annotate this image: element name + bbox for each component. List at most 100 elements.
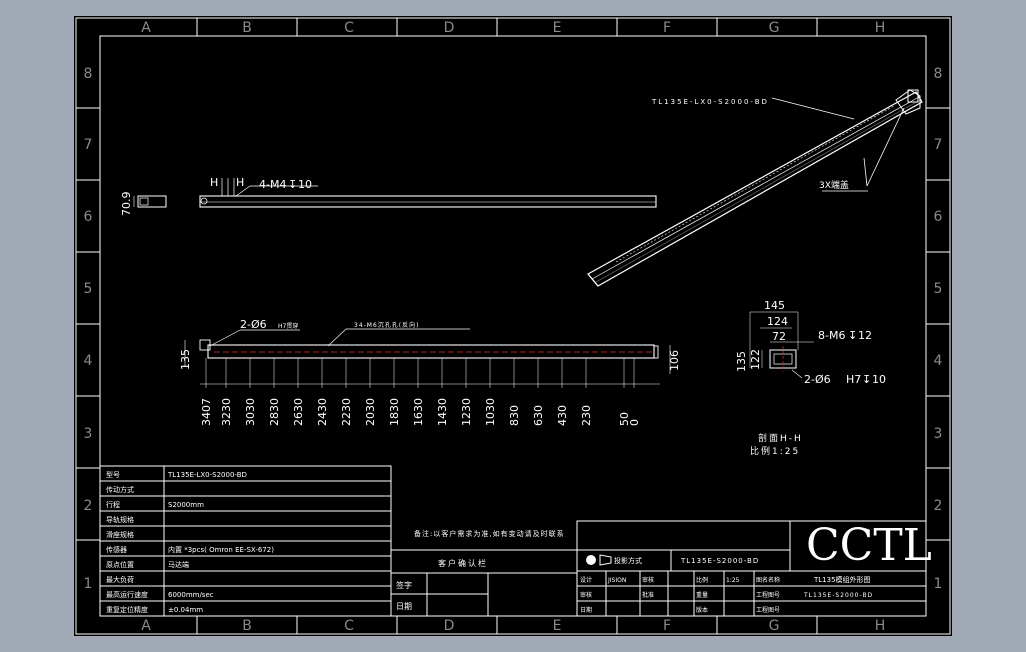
zone-row-8: 8	[934, 66, 943, 82]
front-tick-label: 3230	[220, 398, 233, 426]
front-height-dim: 135	[179, 349, 192, 370]
zone-rows-left: 8 7 6 5 4 3 2 1	[84, 66, 93, 592]
zone-col-g: G	[769, 618, 780, 634]
section-depth-symbol-2: ↧	[862, 373, 871, 386]
zone-row-2: 2	[934, 498, 943, 514]
zone-col-e: E	[553, 618, 562, 634]
zone-col-h: H	[875, 20, 886, 36]
iso-callout-endcap: 3X端盖	[819, 179, 849, 191]
zone-col-g: G	[769, 20, 780, 36]
drawing-note: 备注:以客户需求为准,如有变动请及时联系	[414, 529, 565, 538]
zone-col-d: D	[444, 20, 455, 36]
title-block-cell: 版本	[696, 606, 708, 614]
spec-row-value: 6000mm/sec	[168, 591, 214, 599]
front-hole-tol: H7贯穿	[278, 322, 298, 330]
zone-row-5: 5	[84, 281, 93, 297]
zone-col-h: H	[875, 618, 886, 634]
zone-columns-top: A B C D E F G H	[141, 20, 885, 36]
drawing-sheet: A B C D E F G H A B C D E F G H 8 7 6 5 …	[74, 16, 952, 636]
section-view	[749, 311, 814, 379]
side-thread-label: 4-M4	[259, 178, 286, 191]
spec-row-label: 传感器	[106, 545, 127, 554]
zone-col-b: B	[242, 618, 252, 634]
side-thread-depth: 10	[298, 178, 312, 191]
title-block-cell: 日期	[580, 606, 592, 614]
spec-row-value: 内置 *3pcs( Omron EE-SX-672)	[168, 545, 274, 554]
isometric-view	[587, 89, 923, 287]
front-tick-label: 2030	[364, 398, 377, 426]
zone-columns-bottom: A B C D E F G H	[141, 618, 885, 634]
zone-col-c: C	[344, 20, 354, 36]
title-drawing-no: TL135E-S2000-BD	[680, 557, 759, 565]
front-tick-label: 1830	[388, 398, 401, 426]
confirm-date-label: 日期	[396, 602, 412, 611]
front-tick-label: 430	[556, 405, 569, 426]
title-block-grid	[576, 520, 927, 617]
spec-row-label: 原点位置	[106, 560, 134, 569]
section-caption: 剖面H-H	[758, 432, 803, 444]
section-dim-72: 72	[772, 330, 786, 343]
zone-row-7: 7	[84, 137, 93, 153]
spec-row-label: 重复定位精度	[106, 605, 148, 614]
section-dim-124: 124	[767, 315, 788, 328]
spec-row-label: 最大负荷	[106, 575, 134, 584]
title-block-cell: 审核	[642, 576, 654, 584]
front-tick-label: 230	[580, 405, 593, 426]
projection-label: 投影方式	[614, 556, 642, 565]
spec-row-value: 马达端	[168, 560, 189, 569]
zone-col-a: A	[141, 618, 151, 634]
zone-col-f: F	[663, 618, 671, 634]
cad-drawing: A B C D E F G H A B C D E F G H 8 7 6 5 …	[75, 17, 951, 635]
section-depth-symbol: ↧	[848, 329, 857, 342]
front-tick-label: 1630	[412, 398, 425, 426]
front-view	[184, 328, 671, 385]
zone-row-7: 7	[934, 137, 943, 153]
front-tick-label: 0	[628, 419, 641, 426]
title-block-cell: 比例	[696, 576, 708, 584]
front-tick-label: 3407	[200, 398, 213, 426]
spec-row-label: 传动方式	[106, 485, 134, 494]
side-view	[133, 178, 657, 208]
front-hole-label: 2-Ø6	[240, 318, 267, 331]
spec-row-value: ±0.04mm	[168, 606, 203, 614]
front-tick-label: 1030	[484, 398, 497, 426]
title-block-cell: 重量	[696, 591, 708, 599]
section-dim-122: 122	[749, 349, 762, 370]
zone-row-3: 3	[84, 426, 93, 442]
zone-dividers	[76, 18, 950, 634]
front-tick-label: 50	[618, 412, 631, 426]
zone-row-6: 6	[934, 209, 943, 225]
section-thread-label: 8-M6	[818, 329, 845, 342]
front-tick-label: 1430	[436, 398, 449, 426]
projection-symbol	[586, 554, 612, 566]
zone-col-c: C	[344, 618, 354, 634]
front-right-dim: 106	[668, 350, 681, 371]
zone-row-3: 3	[934, 426, 943, 442]
title-block-cell: 1:25	[726, 577, 740, 584]
zone-col-a: A	[141, 20, 151, 36]
title-block-cell: 图名名称	[756, 576, 780, 584]
zone-row-6: 6	[84, 209, 93, 225]
iso-model-label: TL135E-LX0-S2000-BD	[651, 98, 769, 106]
zone-col-b: B	[242, 20, 252, 36]
side-depth-symbol: ↧	[288, 178, 297, 191]
confirm-title: 客户确认栏	[438, 558, 488, 568]
spec-table-grid	[99, 465, 392, 617]
zone-row-8: 8	[84, 66, 93, 82]
section-hole-label: 2-Ø6	[804, 373, 831, 386]
zone-row-4: 4	[84, 353, 93, 369]
section-dim-145: 145	[764, 299, 785, 312]
front-tick-label: 2230	[340, 398, 353, 426]
title-block-cell: 审核	[580, 591, 592, 599]
title-block-cell: JISION	[607, 577, 626, 584]
zone-col-e: E	[553, 20, 562, 36]
zone-col-d: D	[444, 618, 455, 634]
front-tick-lines	[205, 358, 635, 388]
zone-row-1: 1	[934, 576, 943, 592]
section-dim-135: 135	[735, 351, 748, 372]
front-tick-label: 2430	[316, 398, 329, 426]
front-tick-label: 2830	[268, 398, 281, 426]
